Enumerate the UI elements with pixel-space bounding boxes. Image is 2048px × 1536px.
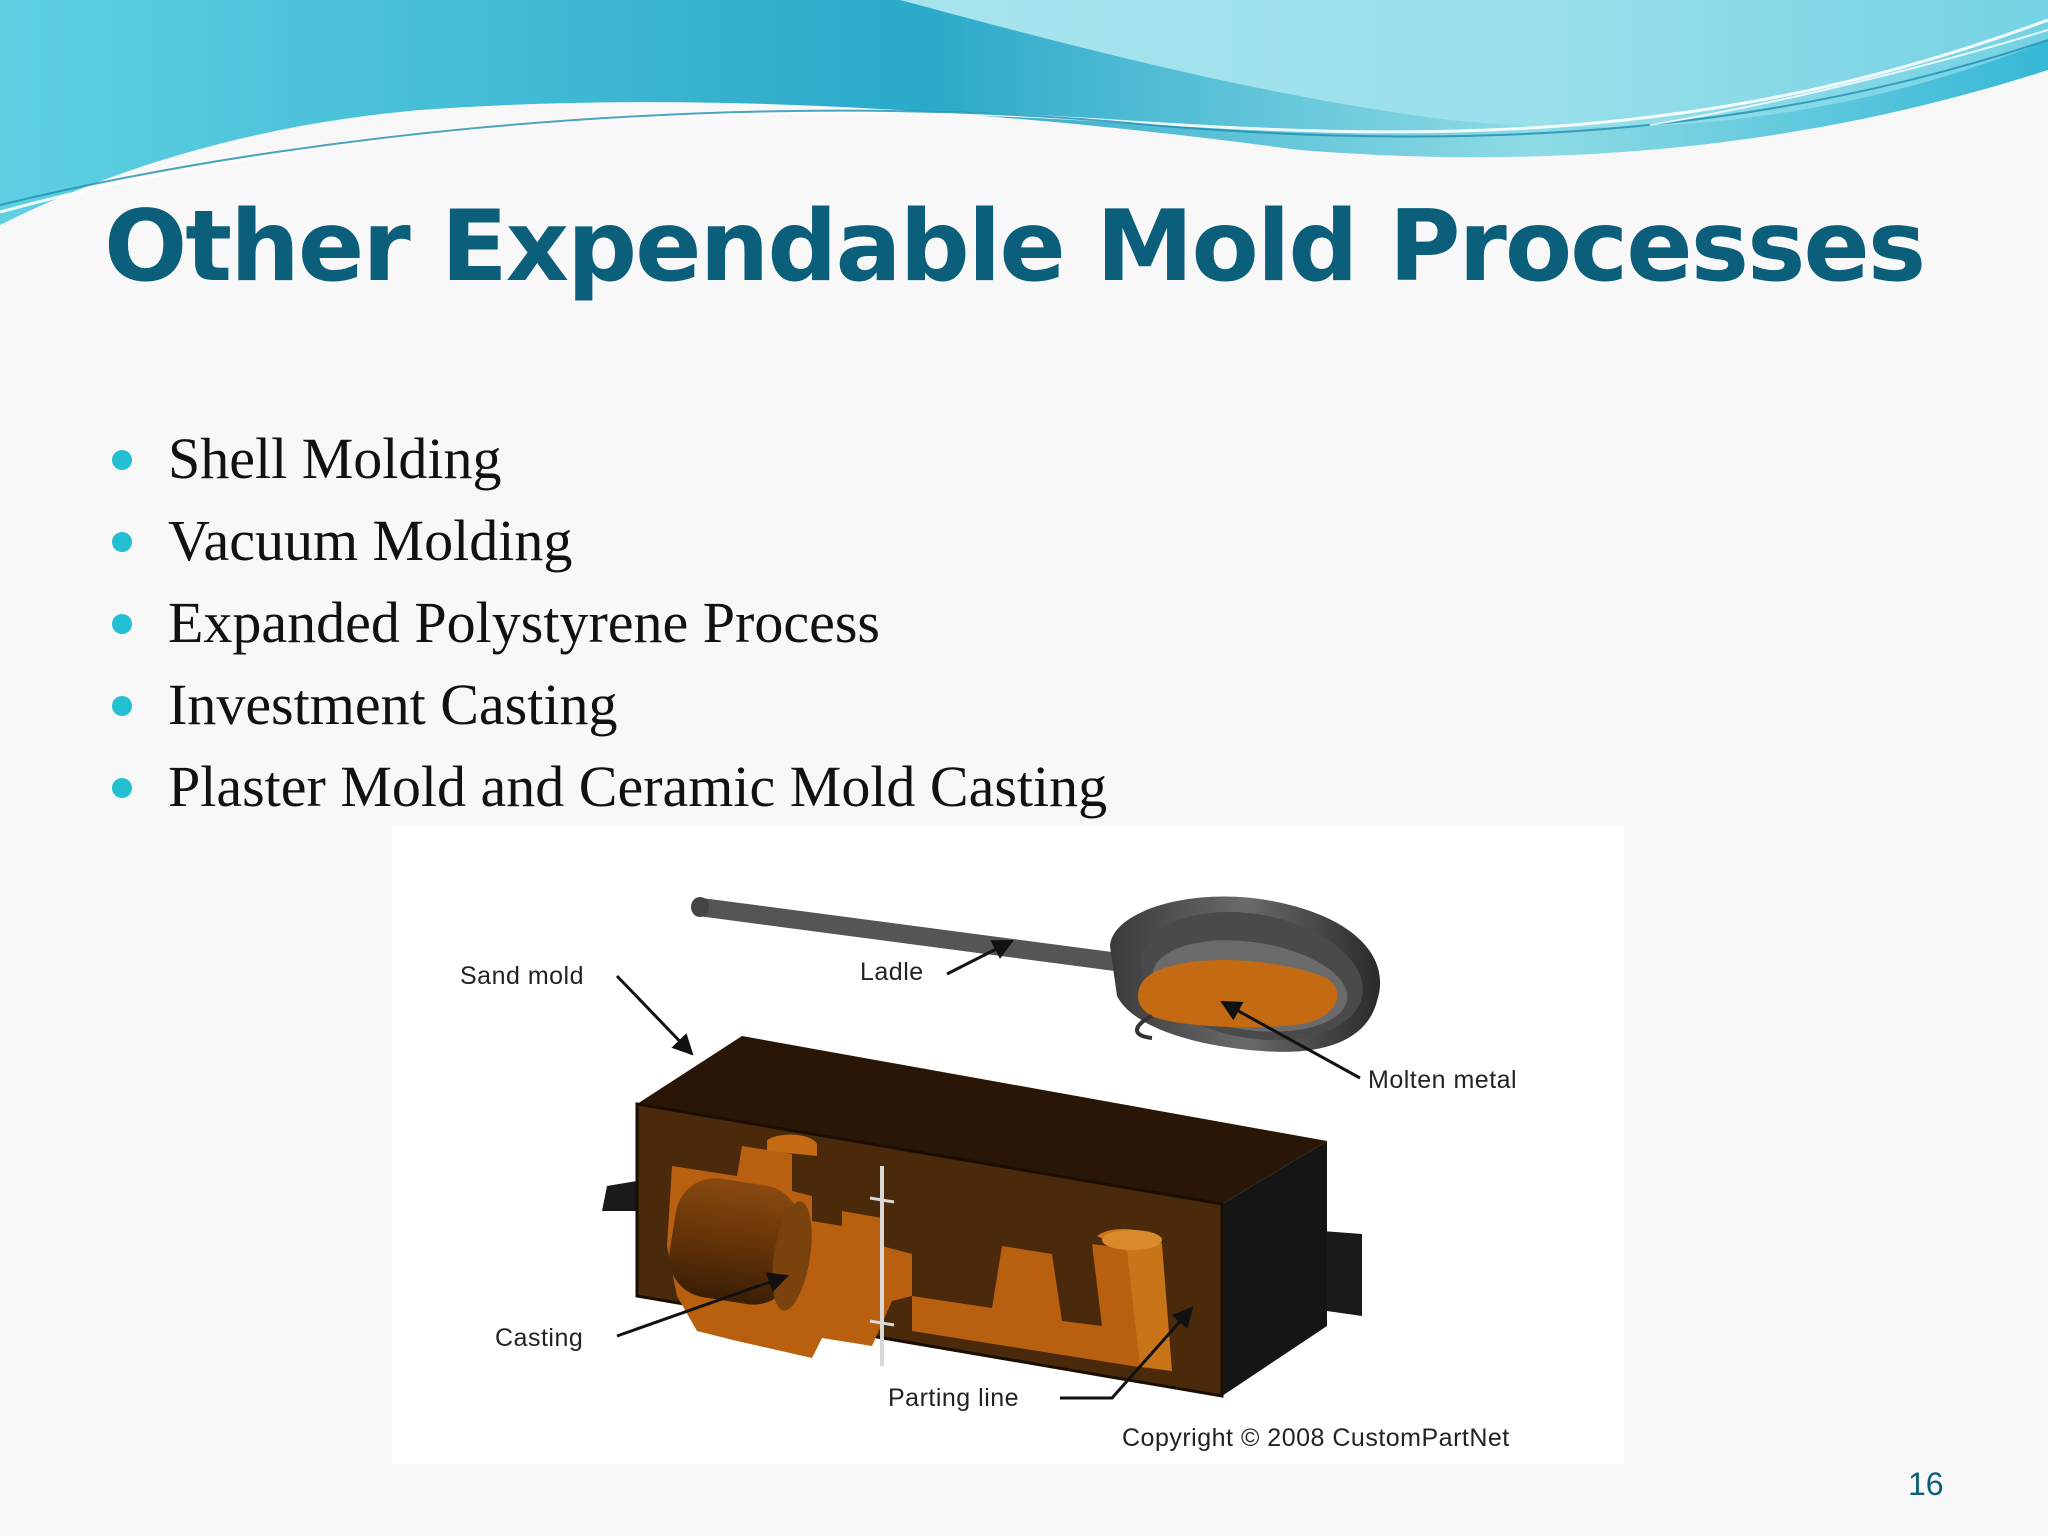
bullet-dot-icon xyxy=(112,696,132,716)
bullet-dot-icon xyxy=(112,450,132,470)
label-sand-mold: Sand mold xyxy=(460,962,585,990)
label-molten-metal: Molten metal xyxy=(1368,1066,1518,1094)
bullet-item: Shell Molding xyxy=(110,418,1107,500)
slide-title: Other Expendable Mold Processes xyxy=(104,190,1926,304)
sand-mold xyxy=(602,1036,1362,1398)
copyright-text: Copyright © 2008 CustomPartNet xyxy=(1122,1424,1510,1452)
label-parting-line: Parting line xyxy=(888,1384,1020,1412)
bullet-text: Expanded Polystyrene Process xyxy=(168,590,880,655)
bullet-item: Plaster Mold and Ceramic Mold Casting xyxy=(110,746,1107,828)
bullet-dot-icon xyxy=(112,532,132,552)
bullet-text: Shell Molding xyxy=(168,426,502,491)
bullet-text: Plaster Mold and Ceramic Mold Casting xyxy=(168,754,1108,819)
label-ladle: Ladle xyxy=(860,958,924,986)
sand-casting-drawing xyxy=(602,896,1381,1400)
bullet-text: Vacuum Molding xyxy=(168,508,573,573)
bullet-item: Expanded Polystyrene Process xyxy=(110,582,1107,664)
ladle xyxy=(691,896,1381,1052)
bullet-dot-icon xyxy=(112,614,132,634)
bullet-list: Shell Molding Vacuum Molding Expanded Po… xyxy=(110,418,1107,828)
sand-casting-illustration: Sand mold Ladle Molten metal Casting Par… xyxy=(392,826,1624,1464)
header-wave-decoration xyxy=(0,0,2048,225)
callout-arrows xyxy=(615,939,1361,1400)
bullet-dot-icon xyxy=(112,778,132,798)
bullet-item: Vacuum Molding xyxy=(110,500,1107,582)
label-casting: Casting xyxy=(495,1324,584,1352)
page-number: 16 xyxy=(1908,1466,1944,1502)
bullet-item: Investment Casting xyxy=(110,664,1107,746)
bullet-text: Investment Casting xyxy=(168,672,618,737)
